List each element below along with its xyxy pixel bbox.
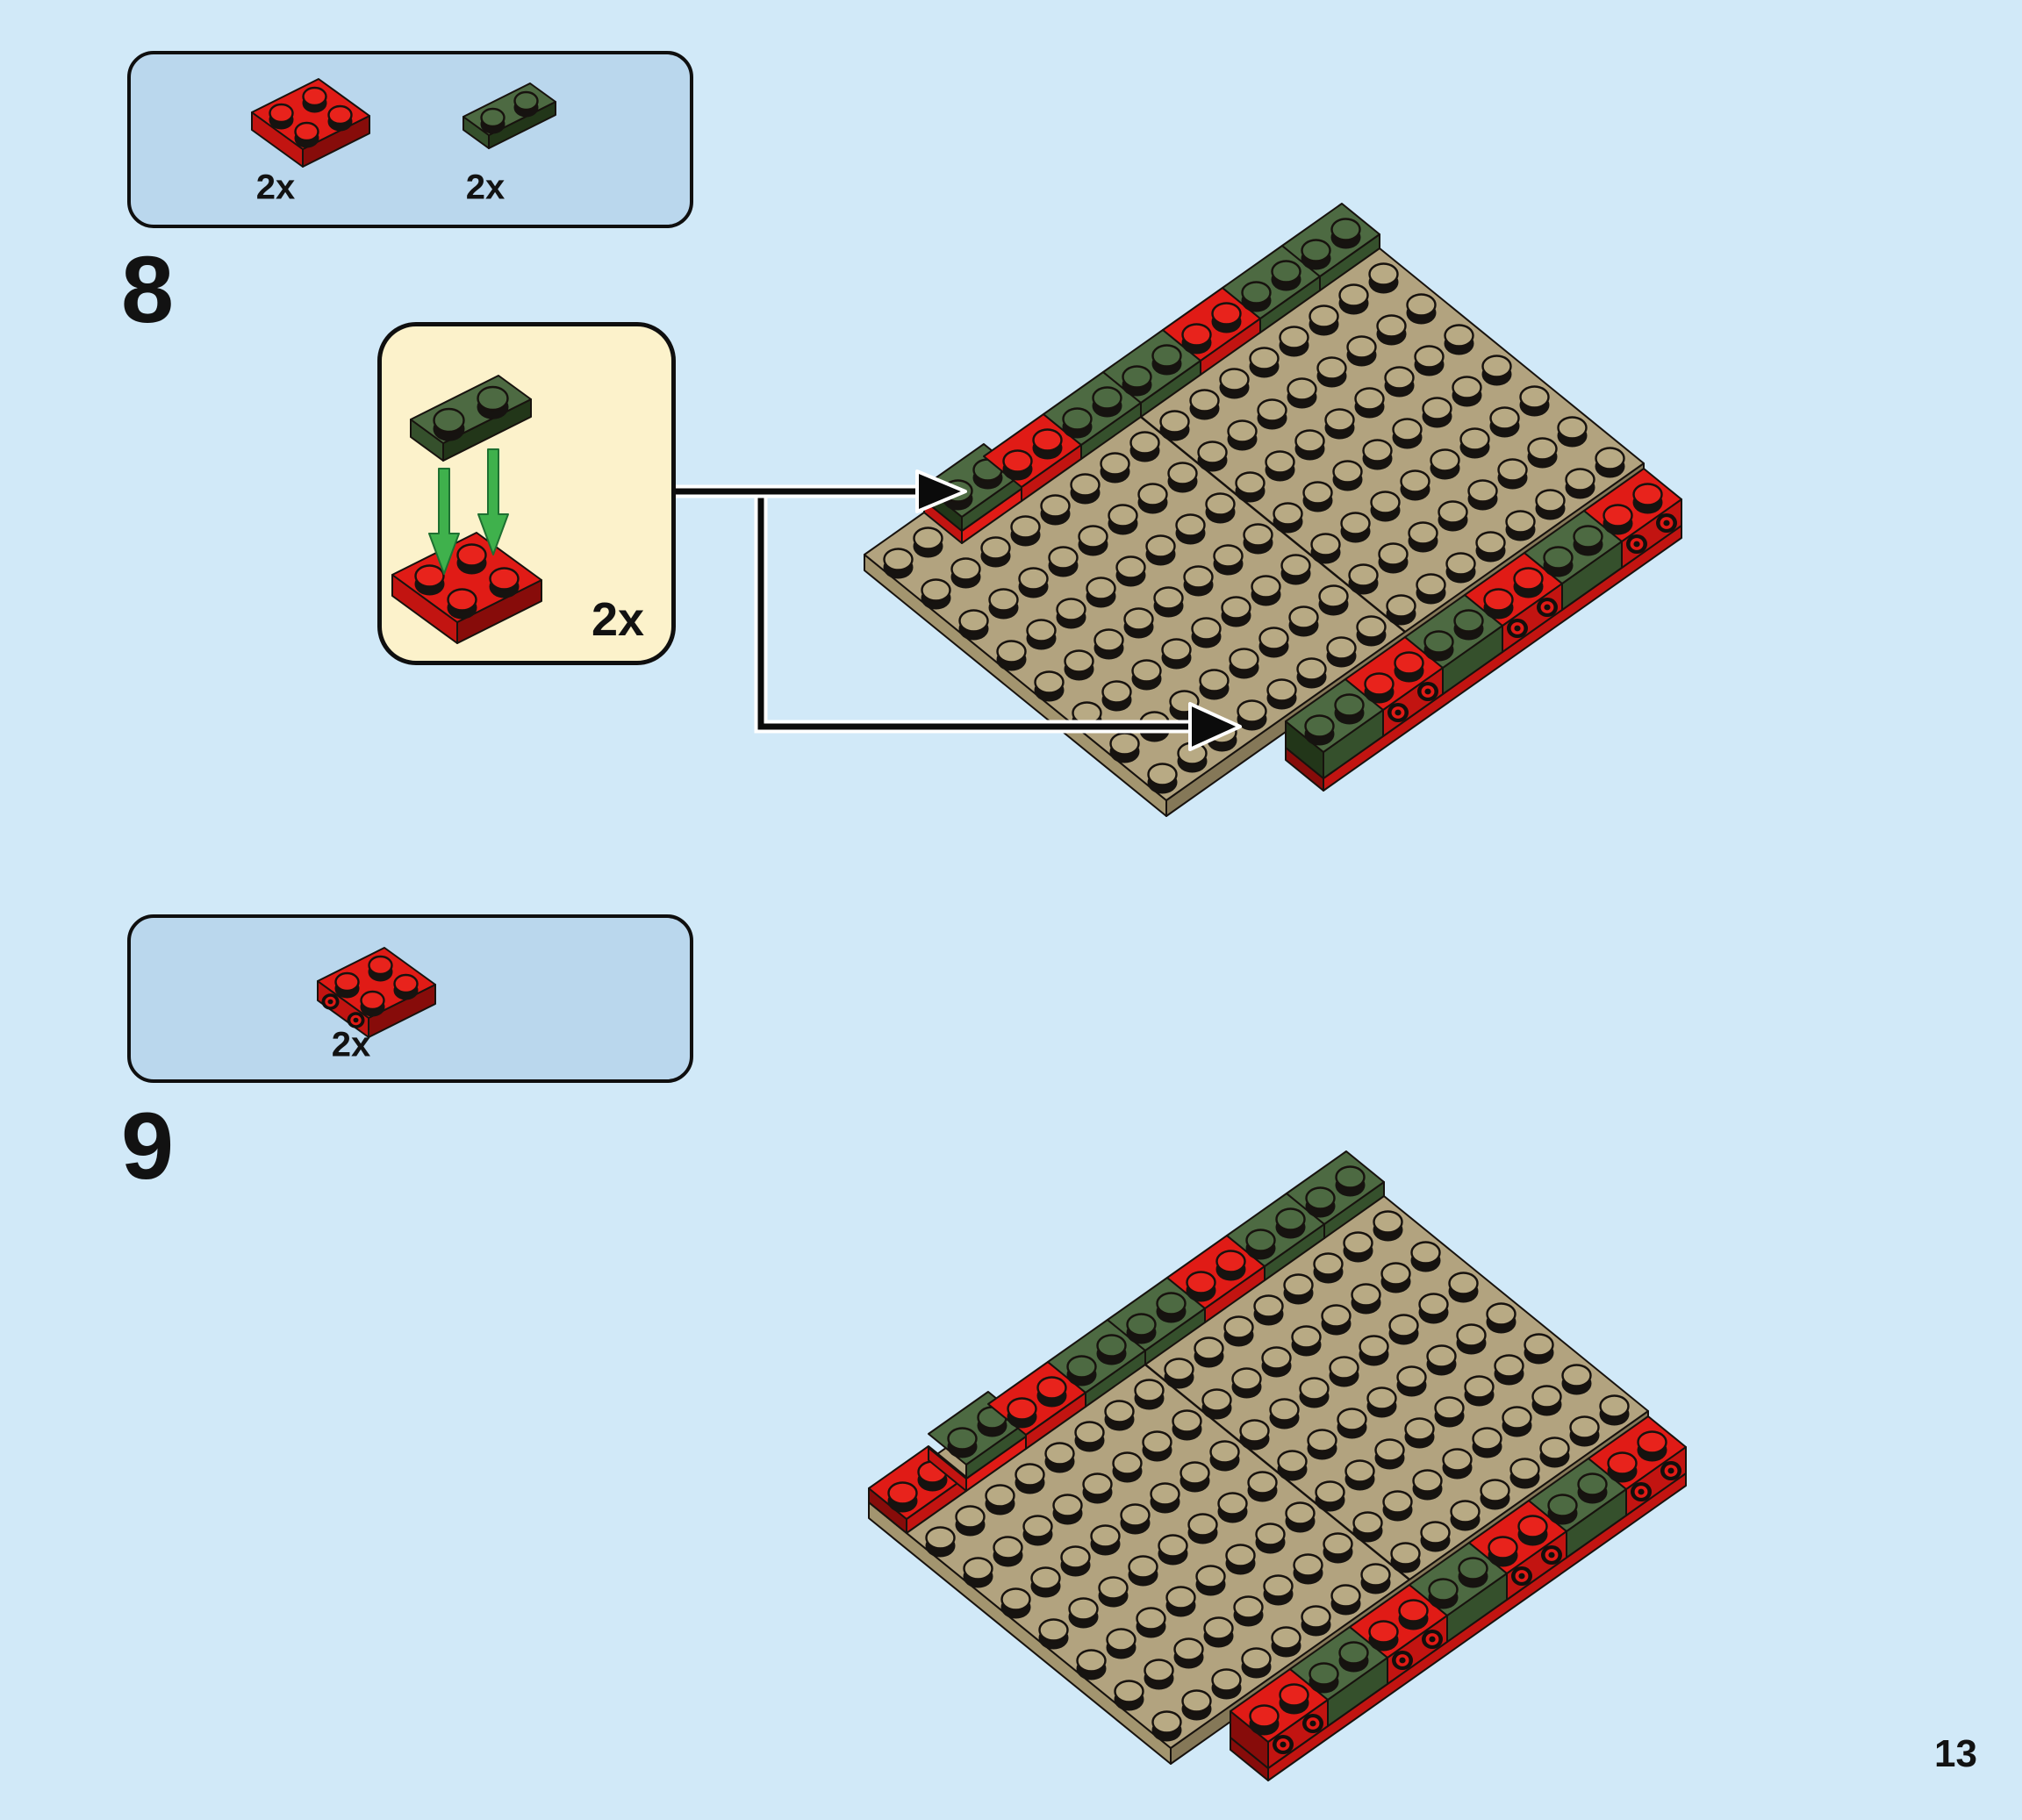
quantity-label: 2x — [591, 593, 645, 646]
quantity-label: 2x — [465, 168, 506, 207]
step-number-8: 8 — [121, 236, 175, 342]
step-number-9: 9 — [121, 1093, 175, 1199]
parts-box-step-8 — [127, 51, 693, 228]
quantity-label: 2x — [331, 1025, 371, 1064]
page-number: 13 — [1934, 1732, 1977, 1775]
quantity-label: 2x — [255, 168, 296, 207]
parts-box-step-9 — [127, 914, 693, 1083]
